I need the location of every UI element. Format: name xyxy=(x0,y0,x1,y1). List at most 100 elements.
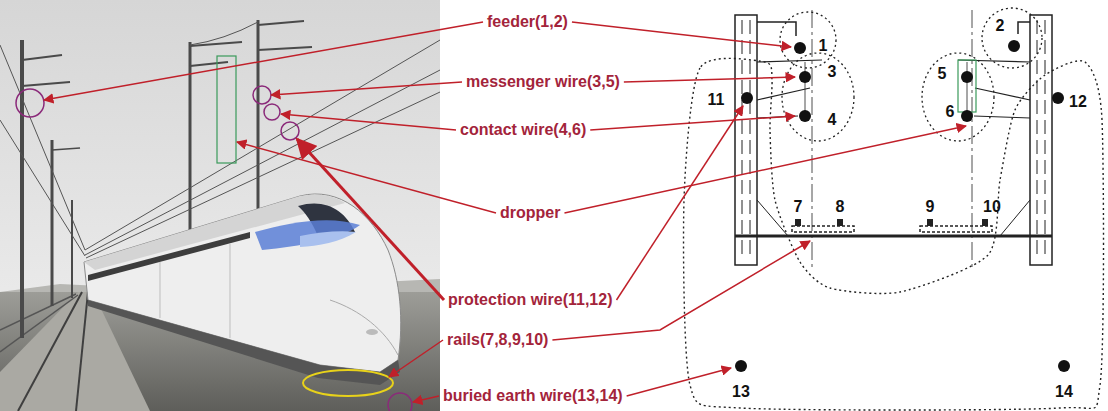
catenary-schematic xyxy=(735,235,1052,238)
train-photo xyxy=(0,120,85,256)
catenary-schematic xyxy=(1045,20,1046,260)
callout-number: 10 xyxy=(983,199,1001,215)
callout-number: 6 xyxy=(946,104,955,120)
catenary-schematic xyxy=(982,219,988,226)
catenary-schematic xyxy=(927,219,933,226)
callout-number: 2 xyxy=(996,18,1005,34)
train-photo xyxy=(52,148,80,150)
catenary-schematic xyxy=(735,360,747,372)
catenary-schematic xyxy=(967,62,968,116)
highlight-marks xyxy=(253,86,271,104)
catenary-schematic xyxy=(1018,22,1030,34)
leader-arrow xyxy=(624,77,795,82)
catenary-schematic xyxy=(735,40,1070,372)
highlight-marks xyxy=(388,393,412,411)
catenary-schematic xyxy=(757,22,796,36)
highlight-marks xyxy=(281,122,299,140)
catenary-schematic xyxy=(795,219,801,226)
callout-label: messenger wire(3,5) xyxy=(466,74,620,90)
catenary-schematic xyxy=(982,8,1042,68)
dotted-outline xyxy=(684,58,1104,410)
callout-number: 9 xyxy=(926,199,935,215)
leader-arrow xyxy=(627,368,731,396)
train-photo xyxy=(330,300,398,355)
highlight-marks xyxy=(217,56,236,163)
leader-arrow xyxy=(413,396,439,402)
catenary-schematic xyxy=(961,110,973,122)
leader-arrow xyxy=(389,340,443,377)
callout-number: 12 xyxy=(1069,94,1087,110)
train-photo xyxy=(300,231,356,247)
catenary-schematic xyxy=(837,219,843,226)
train-photo xyxy=(0,295,78,352)
callout-number: 5 xyxy=(938,66,947,82)
catenary-schematic xyxy=(799,71,811,83)
train-photo xyxy=(190,62,228,66)
train-photo xyxy=(0,0,440,411)
train-photo xyxy=(71,200,73,298)
leader-arrow xyxy=(44,22,483,100)
leader-arrow xyxy=(564,126,966,213)
leader-arrow xyxy=(297,139,444,300)
train-photo xyxy=(258,21,304,25)
callout-label: feeder(1,2) xyxy=(487,14,568,30)
catenary-schematic xyxy=(799,110,811,122)
train-photo xyxy=(18,292,82,411)
callout-number: 4 xyxy=(828,112,837,128)
callout-label: dropper xyxy=(500,205,560,221)
catenary-schematic xyxy=(812,10,813,270)
callout-number: 7 xyxy=(794,199,803,215)
train-photo xyxy=(88,300,400,385)
catenary-schematic xyxy=(750,20,751,260)
catenary-schematic xyxy=(757,200,788,236)
train-photo xyxy=(51,140,54,306)
leader-arrow xyxy=(617,106,744,300)
train-photo xyxy=(22,55,62,60)
highlight-marks xyxy=(303,370,393,396)
catenary-schematic xyxy=(735,15,757,265)
catenary-schematic xyxy=(794,42,806,54)
catenary-schematic xyxy=(1008,40,1020,52)
callout-label: protection wire(11,12) xyxy=(448,292,613,308)
catenary-schematic xyxy=(741,92,753,104)
highlight-marks xyxy=(16,56,412,411)
train-photo xyxy=(76,292,88,411)
leader-arrow xyxy=(271,82,462,95)
train-photo xyxy=(366,329,378,335)
highlight-marks xyxy=(264,104,280,120)
catenary-schematic xyxy=(958,60,976,112)
highlight-marks xyxy=(16,89,44,117)
catenary-schematic xyxy=(975,88,1030,100)
catenary-schematic xyxy=(757,88,810,100)
leader-arrow xyxy=(237,142,496,213)
train-photo xyxy=(0,0,440,411)
callout-number: 14 xyxy=(1055,384,1073,400)
train-photo xyxy=(190,22,258,45)
callout-label: rails(7,8,9,10) xyxy=(447,332,548,348)
catenary-schematic xyxy=(974,116,1030,118)
train-photo xyxy=(86,92,440,258)
catenary-schematic xyxy=(1058,360,1070,372)
catenary-schematic xyxy=(782,53,854,141)
catenary-schematic xyxy=(742,20,743,260)
catenary-schematic xyxy=(792,226,854,232)
train-photo xyxy=(255,220,360,250)
callout-number: 11 xyxy=(708,92,725,108)
catenary-schematic xyxy=(1052,92,1064,104)
train-photo xyxy=(22,82,70,86)
dotted-outline xyxy=(684,58,1104,410)
catenary-schematic xyxy=(972,10,973,270)
train-photo xyxy=(160,262,161,318)
catenary-schematic xyxy=(1037,20,1038,260)
leader-arrow xyxy=(281,114,456,130)
catenary-schematic xyxy=(1000,200,1030,236)
leader-arrow xyxy=(552,241,810,340)
train-photo xyxy=(0,45,85,250)
catenary-schematic xyxy=(920,226,992,232)
callout-number: 8 xyxy=(836,199,845,215)
train-photo xyxy=(258,47,312,50)
callout-number: 1 xyxy=(819,38,828,54)
callout-number: 3 xyxy=(828,64,837,80)
